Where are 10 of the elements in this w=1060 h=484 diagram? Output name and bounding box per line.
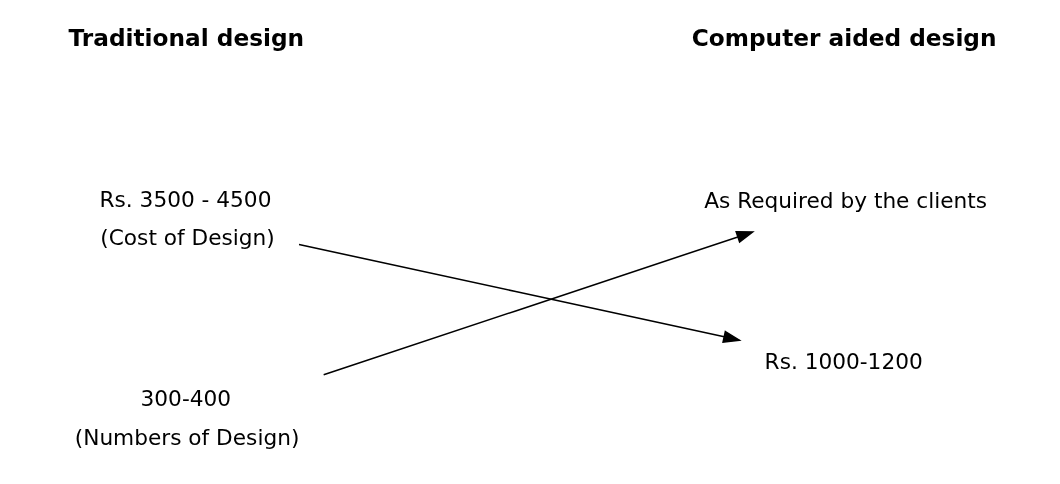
node-text: As Required by the clients <box>704 188 988 214</box>
node-label: (Numbers of Design) <box>74 425 300 451</box>
arrow <box>298 243 742 344</box>
label: Traditional design <box>68 24 305 52</box>
node-text: Rs. 1000-1200 <box>764 349 923 375</box>
label: Computer aided design <box>691 24 997 52</box>
arrow <box>322 231 755 376</box>
node-text: Rs. 3500 - 4500 <box>99 186 272 212</box>
node-label: (Cost of Design) <box>100 225 275 251</box>
node-text: 300-400 <box>140 386 232 412</box>
